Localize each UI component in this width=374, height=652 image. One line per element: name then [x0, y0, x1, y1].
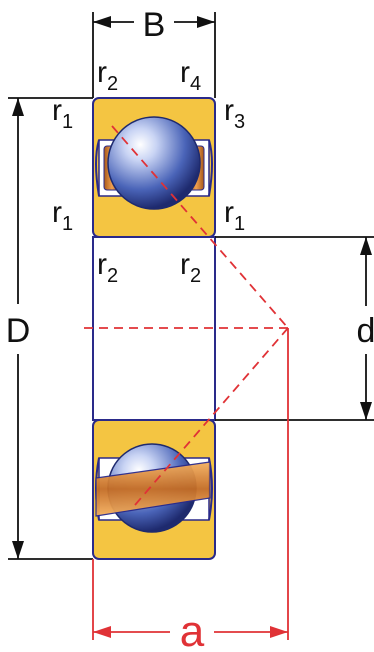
upper-right-seal	[208, 139, 213, 197]
B-right-arrow	[197, 16, 215, 28]
radius-label-top-left: r2	[97, 56, 118, 95]
upper-bearing-section	[92, 97, 216, 238]
label-D: D	[6, 312, 31, 350]
radius-label-upper-right: r3	[224, 94, 245, 133]
lower-contact-line	[134, 327, 289, 506]
D-bottom-arrow	[12, 541, 24, 559]
radius-label-upper-left: r1	[52, 94, 73, 133]
a-right-arrow	[270, 626, 288, 638]
upper-ball	[107, 116, 201, 210]
dimension-D	[8, 97, 93, 560]
D-top-arrow	[12, 98, 24, 116]
radius-label-top-right: r4	[180, 56, 201, 95]
label-a: a	[180, 607, 205, 652]
radius-label-mid-right: r1	[224, 196, 245, 235]
radius-label-lower-right: r2	[180, 248, 201, 287]
label-B: B	[143, 6, 166, 44]
lower-bearing-section	[92, 419, 216, 560]
label-d: d	[357, 312, 374, 350]
a-left-arrow	[93, 626, 111, 638]
B-left-arrow	[93, 16, 111, 28]
d-top-arrow	[360, 237, 372, 255]
radius-label-mid-left: r1	[52, 196, 73, 235]
upper-left-seal	[95, 139, 100, 197]
d-bottom-arrow	[360, 402, 372, 420]
lower-cage-band	[95, 461, 211, 517]
dimension-a	[92, 328, 289, 640]
radius-label-lower-left: r2	[97, 248, 118, 287]
dimension-B	[92, 12, 216, 98]
contact-lines	[84, 125, 289, 506]
dimension-d	[215, 236, 374, 421]
